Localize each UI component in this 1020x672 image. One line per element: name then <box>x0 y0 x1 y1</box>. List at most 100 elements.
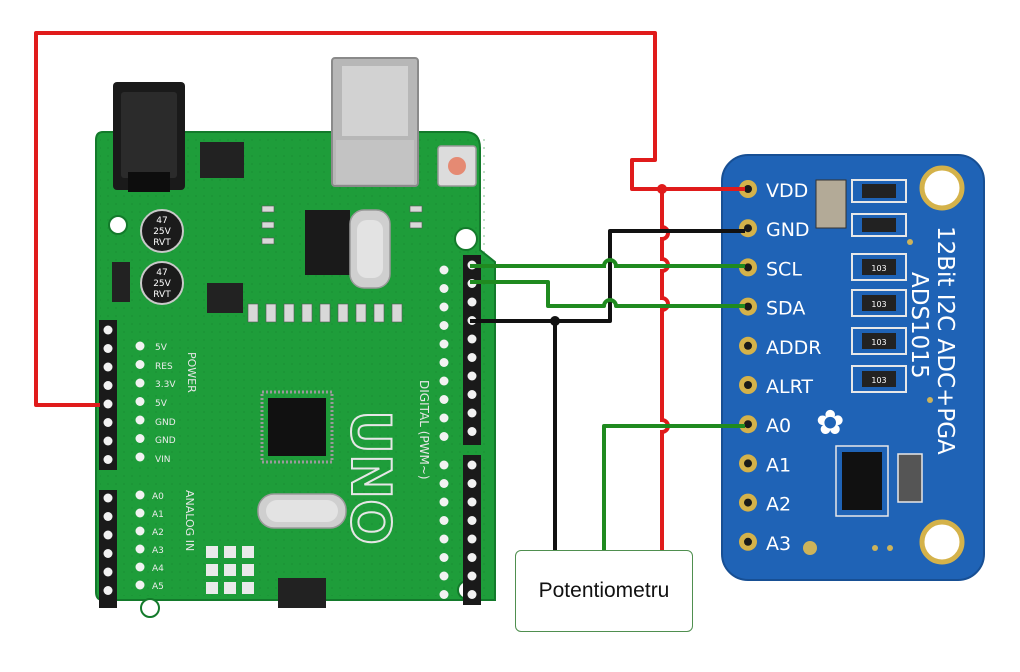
header-pin-hole <box>439 590 449 599</box>
header-pin-hole <box>467 334 477 344</box>
reset-button <box>437 145 477 187</box>
resistor-body <box>862 259 896 275</box>
header-pin-hole <box>135 415 145 425</box>
wire-gnd-black <box>470 229 745 323</box>
adc-mount-hole-bottom <box>919 519 965 565</box>
microcontroller-chip <box>260 390 334 464</box>
adc-pin-label-a0: A0 <box>766 415 791 437</box>
header-pin-hole <box>135 562 145 572</box>
cap1-text-2: 25V <box>153 227 171 237</box>
wire-sda-green <box>470 280 745 308</box>
header-pin-hole <box>439 479 449 488</box>
adc-pin-hole <box>744 459 752 468</box>
adc-pin-label-sda: SDA <box>766 298 805 320</box>
header-pin-hole <box>439 534 449 544</box>
header-pin-hole <box>103 455 113 464</box>
uno-logo: UNO <box>339 410 402 545</box>
adc-pin-hole <box>744 381 752 389</box>
header-pin-hole <box>467 590 477 599</box>
header-pin-hole <box>439 553 449 562</box>
adc-pin-label-alrt: ALRT <box>766 376 813 398</box>
header-pin-hole <box>439 497 449 507</box>
resistor-outline <box>851 253 907 281</box>
adc-pin-hole <box>744 185 752 193</box>
header-pin-hole <box>103 530 113 540</box>
header-pin-hole <box>439 413 449 423</box>
header-pin-hole <box>467 479 477 488</box>
analog-pin-label: A3 <box>152 546 164 556</box>
arduino-uno-board: 47 25V RVT 47 25V RVT <box>95 57 496 618</box>
wire-a0-green <box>602 424 745 550</box>
capacitor-2: 47 25V RVT <box>140 261 184 305</box>
resistor-body <box>862 371 896 387</box>
header-pin-hole <box>467 516 477 525</box>
header-pin-hole <box>467 390 477 399</box>
header-pin-hole <box>439 516 449 525</box>
header-pin-hole <box>439 358 449 367</box>
header-pin-hole <box>135 526 145 536</box>
power-label: POWER <box>185 352 198 393</box>
header-pin-hole <box>103 418 113 427</box>
digital-header-top <box>463 255 481 445</box>
header-pin-hole <box>135 508 145 518</box>
header-pin-hole <box>467 408 477 418</box>
cap1-text-1: 47 <box>156 216 167 226</box>
header-pin-hole <box>467 553 477 562</box>
resistor-body <box>862 295 896 311</box>
header-pin-hole <box>467 497 477 507</box>
usb-connector <box>331 57 419 187</box>
header-pin-hole <box>467 534 477 544</box>
digital-header-bottom <box>463 455 481 605</box>
header-pin-hole <box>439 395 449 404</box>
star-logo-icon: ✿ <box>816 403 845 443</box>
adc-pin-label-scl: SCL <box>766 258 802 280</box>
header-pin-hole <box>439 571 449 581</box>
header-pin-hole <box>103 399 113 409</box>
header-pin-hole <box>135 580 145 590</box>
power-pin-label: 5V <box>155 343 168 353</box>
potentiometer-label: Potentiometru <box>538 579 670 602</box>
analog-pin-label: A5 <box>152 582 164 592</box>
header-pin-hole <box>103 512 113 521</box>
resistor-outline <box>851 327 907 355</box>
adc-pin-label-a2: A2 <box>766 494 791 516</box>
header-pin-hole <box>135 341 145 351</box>
adc-pin-hole <box>744 420 752 429</box>
header-pin-hole <box>103 549 113 558</box>
header-pin-hole <box>467 571 477 581</box>
cap1-text-3: RVT <box>153 238 171 248</box>
dc-power-jack <box>113 82 185 192</box>
power-pin-label: GND <box>155 436 176 446</box>
pad-grid <box>206 546 254 594</box>
header-pin-hole <box>103 493 113 503</box>
capacitor-1: 47 25V RVT <box>140 209 184 253</box>
header-pin-hole <box>135 544 145 554</box>
header-pin-hole <box>439 265 449 275</box>
header-pin-hole <box>439 339 449 349</box>
resistor-outline <box>851 289 907 317</box>
header-pin-hole <box>467 427 477 436</box>
digital-label: DIGITAL (PWM~) <box>417 380 431 480</box>
power-pin-label: RES <box>155 362 173 372</box>
analog-pin-label: A4 <box>152 564 164 574</box>
header-pin-hole <box>467 371 477 381</box>
header-pin-hole <box>103 344 113 353</box>
adc-chip <box>835 445 923 517</box>
adc-title-line2: ADS1015 <box>906 272 932 379</box>
header-pin-hole <box>103 325 113 335</box>
cap2-text-1: 47 <box>156 268 167 278</box>
wire-scl-green <box>470 258 745 268</box>
crystal-16mhz <box>349 209 391 289</box>
power-pin-label: 5V <box>155 399 168 409</box>
adc-vias <box>803 239 933 555</box>
power-pin-label: 3.3V <box>155 380 176 390</box>
header-pin-hole <box>103 362 113 372</box>
header-pin-hole <box>439 432 449 441</box>
adc-pin-hole <box>744 302 752 311</box>
header-pin-hole <box>135 434 145 443</box>
power-pin-label: VIN <box>155 455 171 465</box>
cap2-text-2: 25V <box>153 279 171 289</box>
